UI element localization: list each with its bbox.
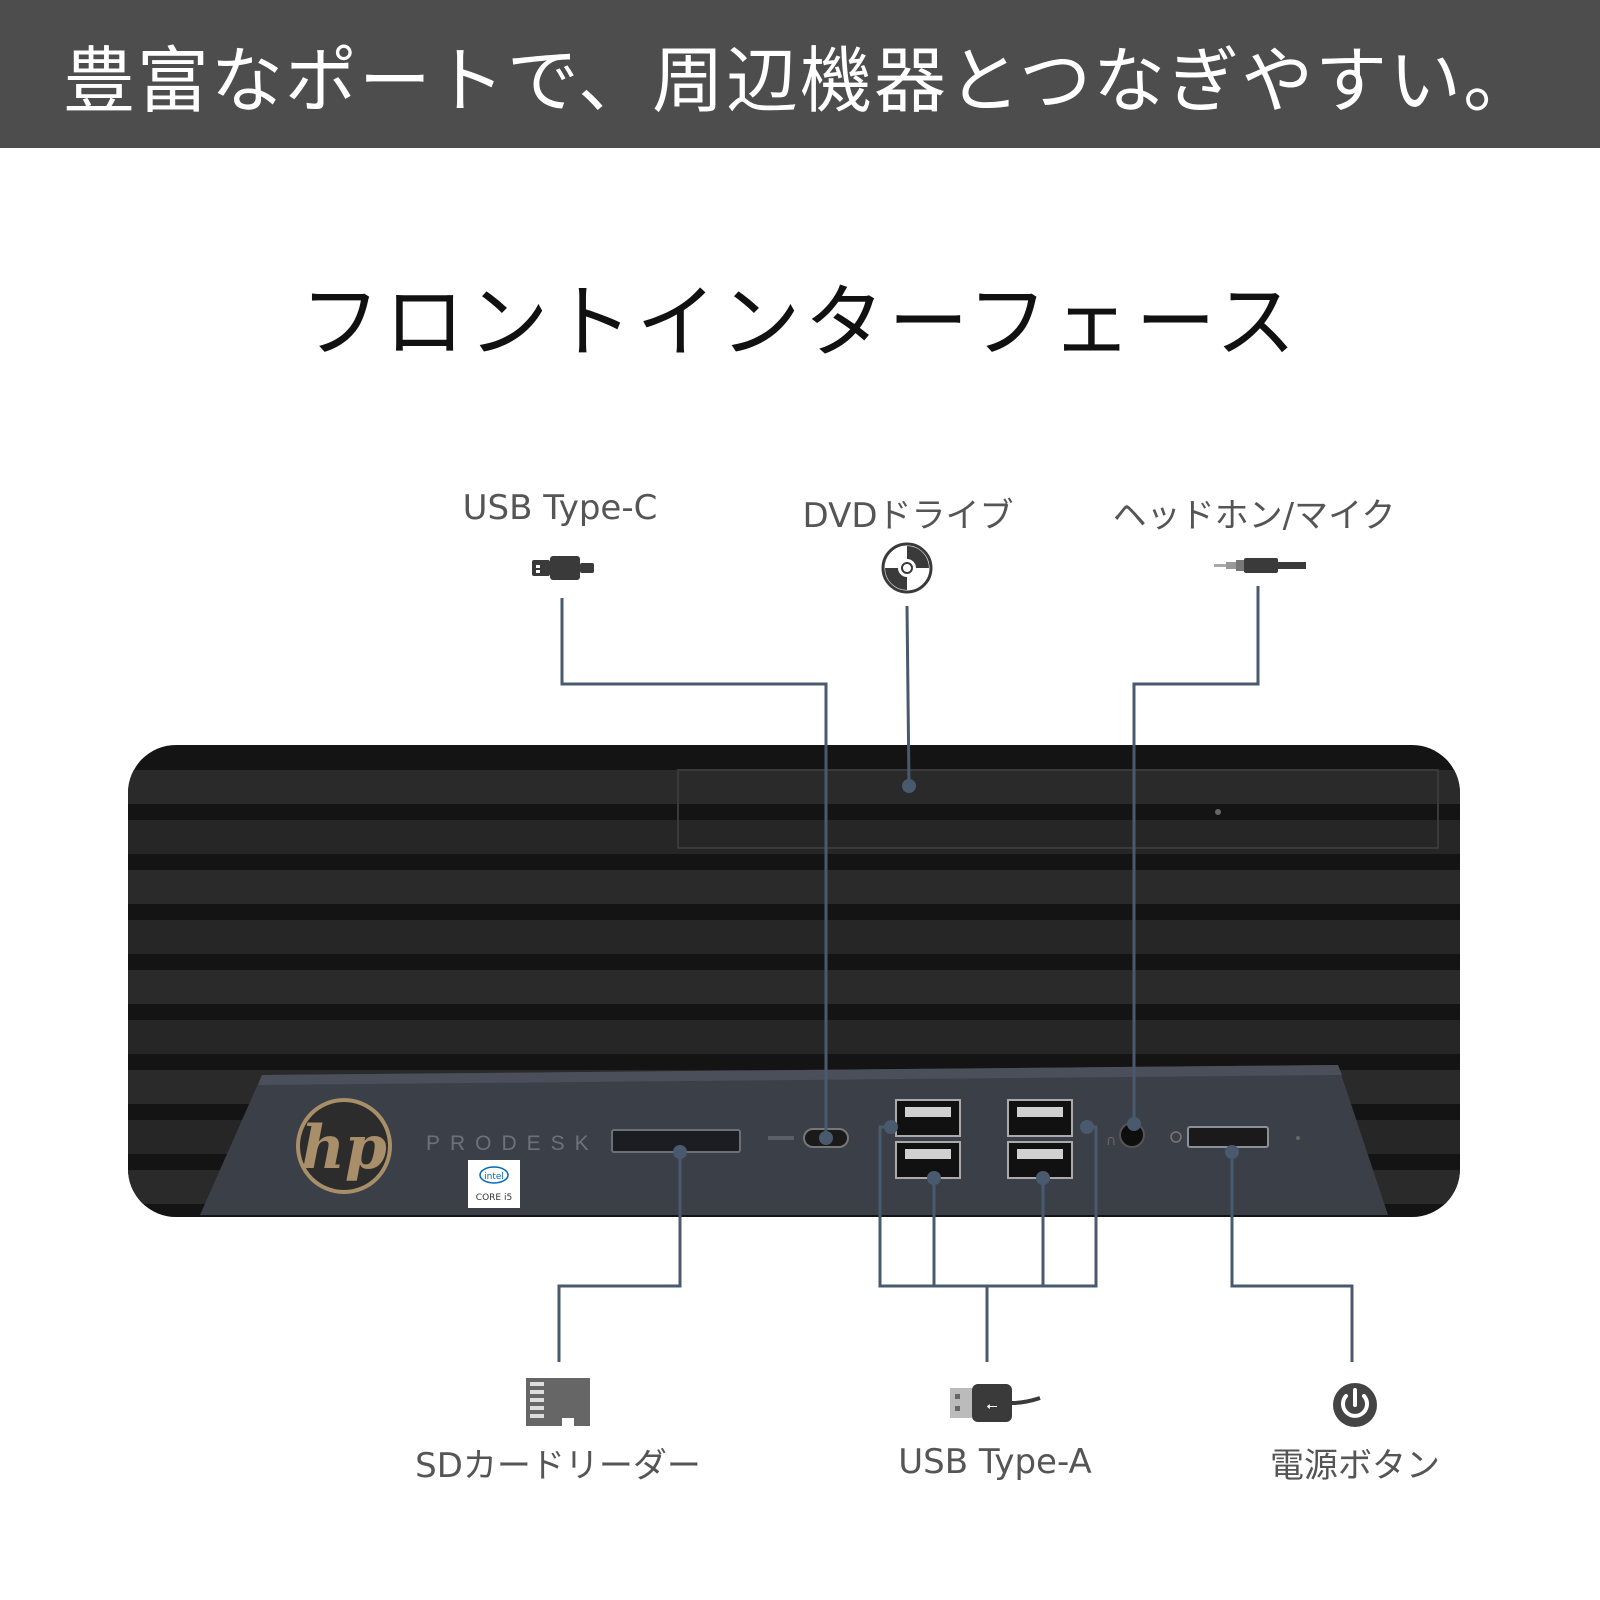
- sd-label: SDカードリーダー: [415, 1446, 701, 1486]
- usb-c-leader: [560, 598, 828, 1138]
- section-title: フロントインターフェース: [300, 276, 1300, 369]
- dvd-bay: [677, 769, 1439, 849]
- audio-plug-icon: [1214, 558, 1306, 573]
- dvd-label: DVDドライブ: [802, 496, 1014, 536]
- svg-text:⭠: ⭠: [986, 1398, 997, 1414]
- intel-text: intel: [484, 1172, 504, 1182]
- hp-logo: hp: [296, 1098, 392, 1194]
- intel-badge: intel CORE i5: [468, 1160, 520, 1208]
- leader-lines: [557, 586, 1354, 1362]
- headline-banner: 豊富なポートで、周辺機器とつなぎやすい。: [0, 0, 1600, 148]
- hp-brand-text: hp: [301, 1113, 387, 1183]
- leader-dots: [673, 779, 1239, 1185]
- usb-a-label: USB Type-A: [898, 1442, 1092, 1482]
- headphone-label: ヘッドホン/マイク: [1112, 496, 1396, 536]
- intel-core-text: CORE i5: [476, 1193, 512, 1203]
- headline-text: 豊富なポートで、周辺機器とつなぎやすい。: [62, 38, 1538, 123]
- prodesk-text: PRODESK: [426, 1132, 599, 1155]
- sd-card-icon: [526, 1378, 590, 1426]
- disc-icon: [881, 542, 933, 594]
- power-icon: [1333, 1383, 1377, 1427]
- usb-c-cable-icon: [532, 556, 594, 580]
- power-button: [1170, 1126, 1300, 1148]
- usb-c-label: USB Type-C: [462, 488, 658, 528]
- power-leader: [1230, 1152, 1354, 1362]
- power-label: 電源ボタン: [1270, 1446, 1440, 1486]
- usb-a-ports: [895, 1099, 1073, 1179]
- sd-leader: [557, 1152, 682, 1362]
- svg-text:∩: ∩: [1106, 1133, 1116, 1149]
- dvd-eject-dot: [1215, 809, 1221, 815]
- usb-a-cable-icon: ⭠: [950, 1384, 1041, 1422]
- dvd-leader: [905, 605, 911, 787]
- headphone-leader: [1132, 586, 1260, 1124]
